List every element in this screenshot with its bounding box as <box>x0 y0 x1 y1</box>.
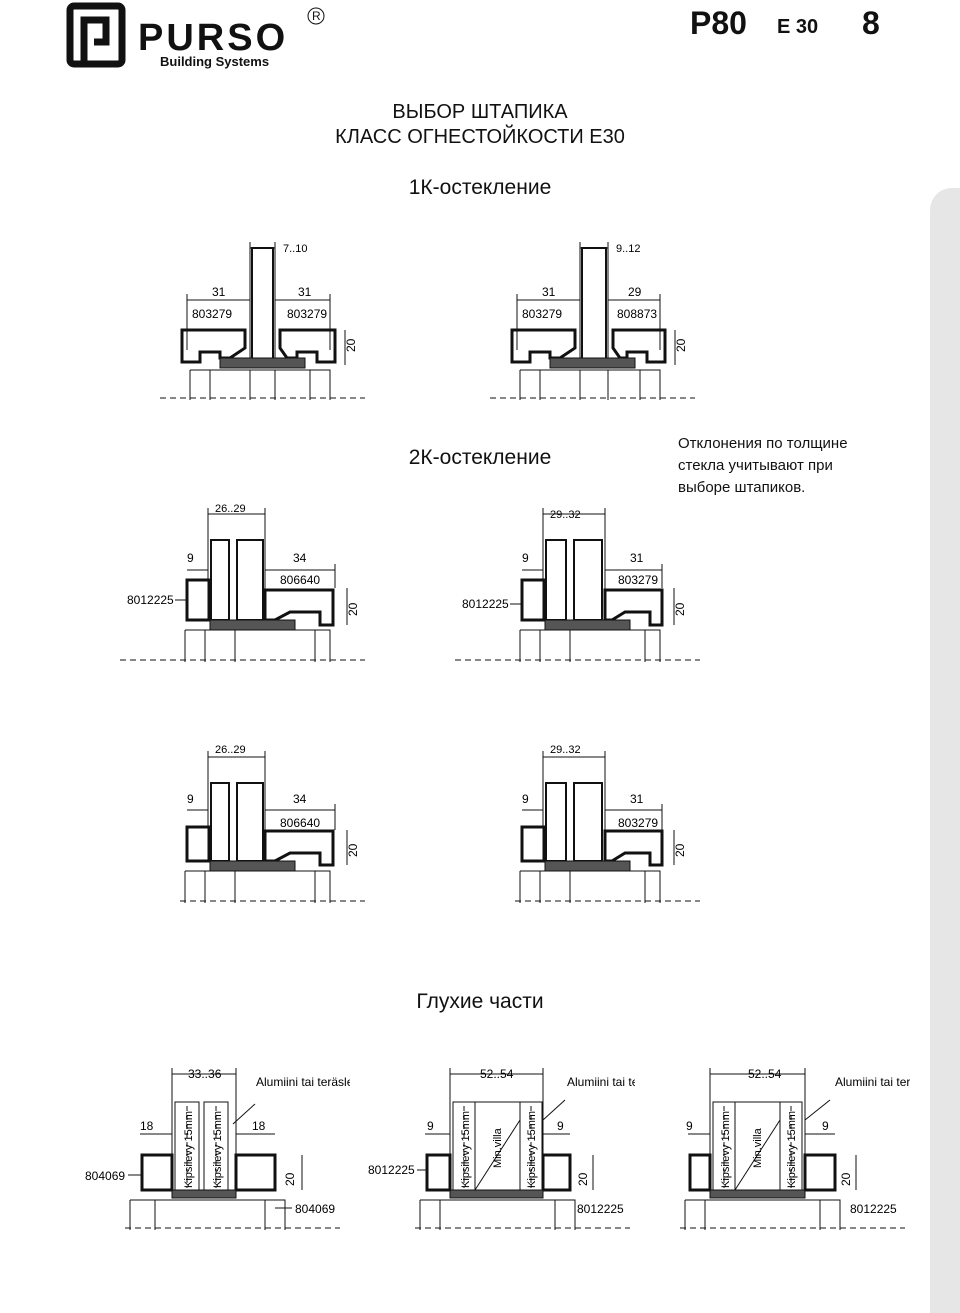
detail-solid-c: 52..54 9 9 Alumiini tai teräslevy Kipsil… <box>680 1067 910 1230</box>
dim-a: 9 <box>522 551 529 565</box>
detail-1k-right: 9..12 31 29 803279 808873 20 <box>490 242 695 400</box>
height-dim: 20 <box>346 843 360 857</box>
heading-2k: 2К-остекление <box>408 446 552 469</box>
detail-solid-b: 52..54 9 9 Alumiini tai teräslevy Kipsil… <box>368 1067 635 1230</box>
note-line: выборе штапиков. <box>678 479 806 496</box>
title-line-2: КЛАСС ОГНЕСТОЙКОСТИ E30 <box>335 126 625 148</box>
dim-left: 9 <box>427 1119 434 1133</box>
code-left: 8012225 <box>368 1163 415 1177</box>
glass-thickness: 7..10 <box>283 243 307 255</box>
glass-thickness: 26..29 <box>215 503 246 515</box>
code-left: 804069 <box>85 1169 125 1183</box>
dim-right: 18 <box>252 1119 266 1133</box>
dim-a: 9 <box>187 792 194 806</box>
height-dim: 20 <box>346 602 360 616</box>
detail-1k-left: 7..10 31 31 803279 803279 20 <box>160 242 365 400</box>
dim-a: 9 <box>522 792 529 806</box>
panel-material: Alumiini tai teräslevy <box>256 1075 350 1089</box>
panel-width: 33..36 <box>188 1067 222 1081</box>
height-dim: 20 <box>674 338 688 352</box>
dim-right: 9 <box>557 1119 564 1133</box>
series-code: P80 <box>690 5 747 41</box>
dim-left: 18 <box>140 1119 154 1133</box>
panel-width: 52..54 <box>748 1067 782 1081</box>
fill-2: Kipsilevy 15mm <box>212 1111 224 1188</box>
code-side: 8012225 <box>127 593 174 607</box>
glass-thickness: 9..12 <box>616 243 640 255</box>
code-b: 803279 <box>618 816 658 830</box>
code-right: 804069 <box>295 1202 335 1216</box>
dim-b: 34 <box>293 551 307 565</box>
fill-1: Kipsilevy 15mm <box>720 1111 732 1188</box>
fill-3: Kipsilevy 15mm <box>526 1111 538 1188</box>
code-a: 803279 <box>192 307 232 321</box>
dim-a: 31 <box>542 285 556 299</box>
code-right: 8012225 <box>577 1202 624 1216</box>
code-b: 803279 <box>618 573 658 587</box>
dim-b: 31 <box>630 551 644 565</box>
height-dim: 20 <box>673 602 687 616</box>
code-b: 803279 <box>287 307 327 321</box>
panel-width: 52..54 <box>480 1067 514 1081</box>
heading-solid: Глухие части <box>416 990 544 1013</box>
dim-a: 31 <box>212 285 226 299</box>
dim-b: 31 <box>630 792 644 806</box>
fill-1: Kipsilevy 15mm <box>183 1111 195 1188</box>
title-line-1: ВЫБОР ШТАПИКА <box>392 101 568 123</box>
height-dim: 20 <box>344 338 358 352</box>
detail-solid-a: 33..36 18 18 Alumiini tai teräslevy Kips… <box>85 1067 350 1230</box>
dim-a: 9 <box>187 551 194 565</box>
height-dim: 20 <box>673 843 687 857</box>
glass-thickness: 29..32 <box>550 509 581 521</box>
page-edge-tab <box>930 188 960 1313</box>
purso-logo: PURSO R Building Systems <box>66 2 325 69</box>
code-side: 8012225 <box>462 597 509 611</box>
dim-b: 34 <box>293 792 307 806</box>
registered-mark: R <box>312 9 321 23</box>
height-dim: 20 <box>839 1172 853 1186</box>
dim-left: 9 <box>686 1119 693 1133</box>
fire-class: E 30 <box>777 16 819 38</box>
code-b: 806640 <box>280 816 320 830</box>
fill-2: Min.villa <box>492 1127 504 1168</box>
note-line: стекла учитывают при <box>678 457 833 474</box>
code-b: 808873 <box>617 307 657 321</box>
fill-2: Min.villa <box>752 1127 764 1168</box>
panel-material: Alumiini tai teräslevy <box>835 1075 910 1089</box>
dim-right: 9 <box>822 1119 829 1133</box>
thickness-note: Отклонения по толщине стекла учитывают п… <box>678 433 848 499</box>
dim-b: 29 <box>628 285 642 299</box>
dim-b: 31 <box>298 285 312 299</box>
detail-2k-row2-left: 26..29 9 34 806640 20 <box>180 744 365 903</box>
detail-2k-row2-right: 29..32 9 31 803279 20 <box>515 744 700 903</box>
detail-2k-row1-left: 26..29 9 34 806640 8012225 20 <box>120 503 365 662</box>
code-a: 803279 <box>522 307 562 321</box>
code-right: 8012225 <box>850 1202 897 1216</box>
glass-thickness: 29..32 <box>550 744 581 756</box>
code-b: 806640 <box>280 573 320 587</box>
heading-1k: 1К-остекление <box>408 176 552 199</box>
detail-2k-row1-right: 29..32 9 31 803279 8012225 20 <box>455 508 700 662</box>
height-dim: 20 <box>576 1172 590 1186</box>
page-number: 8 <box>862 5 880 41</box>
height-dim: 20 <box>283 1172 297 1186</box>
brand-tagline: Building Systems <box>160 54 269 69</box>
purso-mark-icon <box>66 2 126 68</box>
note-line: Отклонения по толщине <box>678 435 848 452</box>
fill-1: Kipsilevy 15mm <box>460 1111 472 1188</box>
fill-3: Kipsilevy 15mm <box>786 1111 798 1188</box>
glass-thickness: 26..29 <box>215 744 246 756</box>
brand-name: PURSO <box>138 17 288 59</box>
panel-material: Alumiini tai teräslevy <box>567 1075 635 1089</box>
